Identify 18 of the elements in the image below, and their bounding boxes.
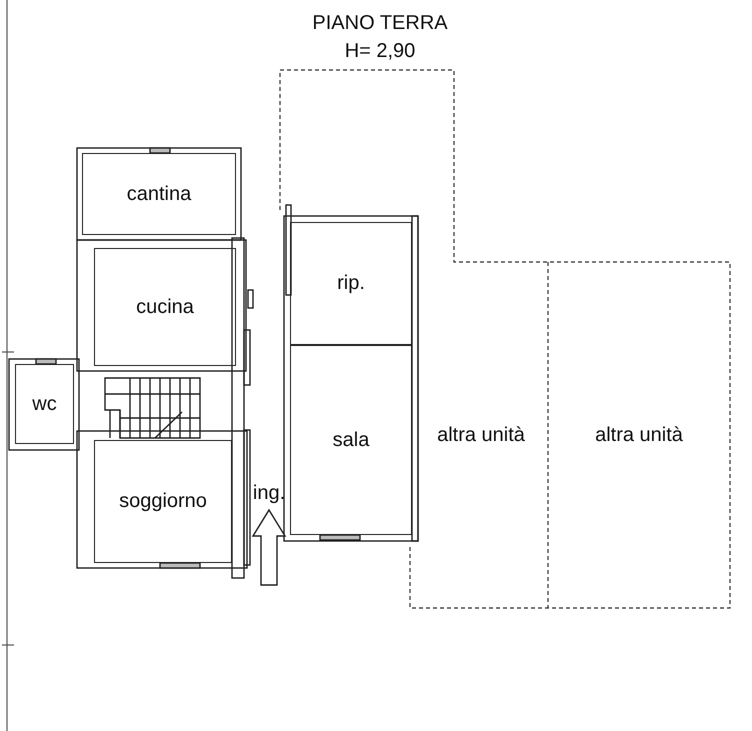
room-outline	[15, 364, 74, 444]
room-label: altra unità	[437, 424, 525, 446]
title: PIANO TERRA	[311, 12, 449, 35]
room-label: soggiorno	[119, 490, 207, 513]
room-label: wc	[32, 392, 57, 416]
room-label: cucina	[136, 296, 194, 318]
height-label: H= 2,90	[344, 40, 416, 63]
room-outline	[94, 440, 232, 563]
room-outline	[290, 222, 412, 345]
entrance-arrow	[252, 508, 286, 586]
room-outline	[82, 153, 236, 235]
room-label: cantina	[126, 182, 192, 206]
room-label: sala	[332, 428, 370, 452]
room-outline	[290, 345, 412, 535]
room-label: ing.	[252, 482, 286, 504]
room-label: rip.	[337, 272, 365, 295]
room-label: altra unità	[595, 424, 683, 446]
room-outline	[94, 248, 236, 366]
